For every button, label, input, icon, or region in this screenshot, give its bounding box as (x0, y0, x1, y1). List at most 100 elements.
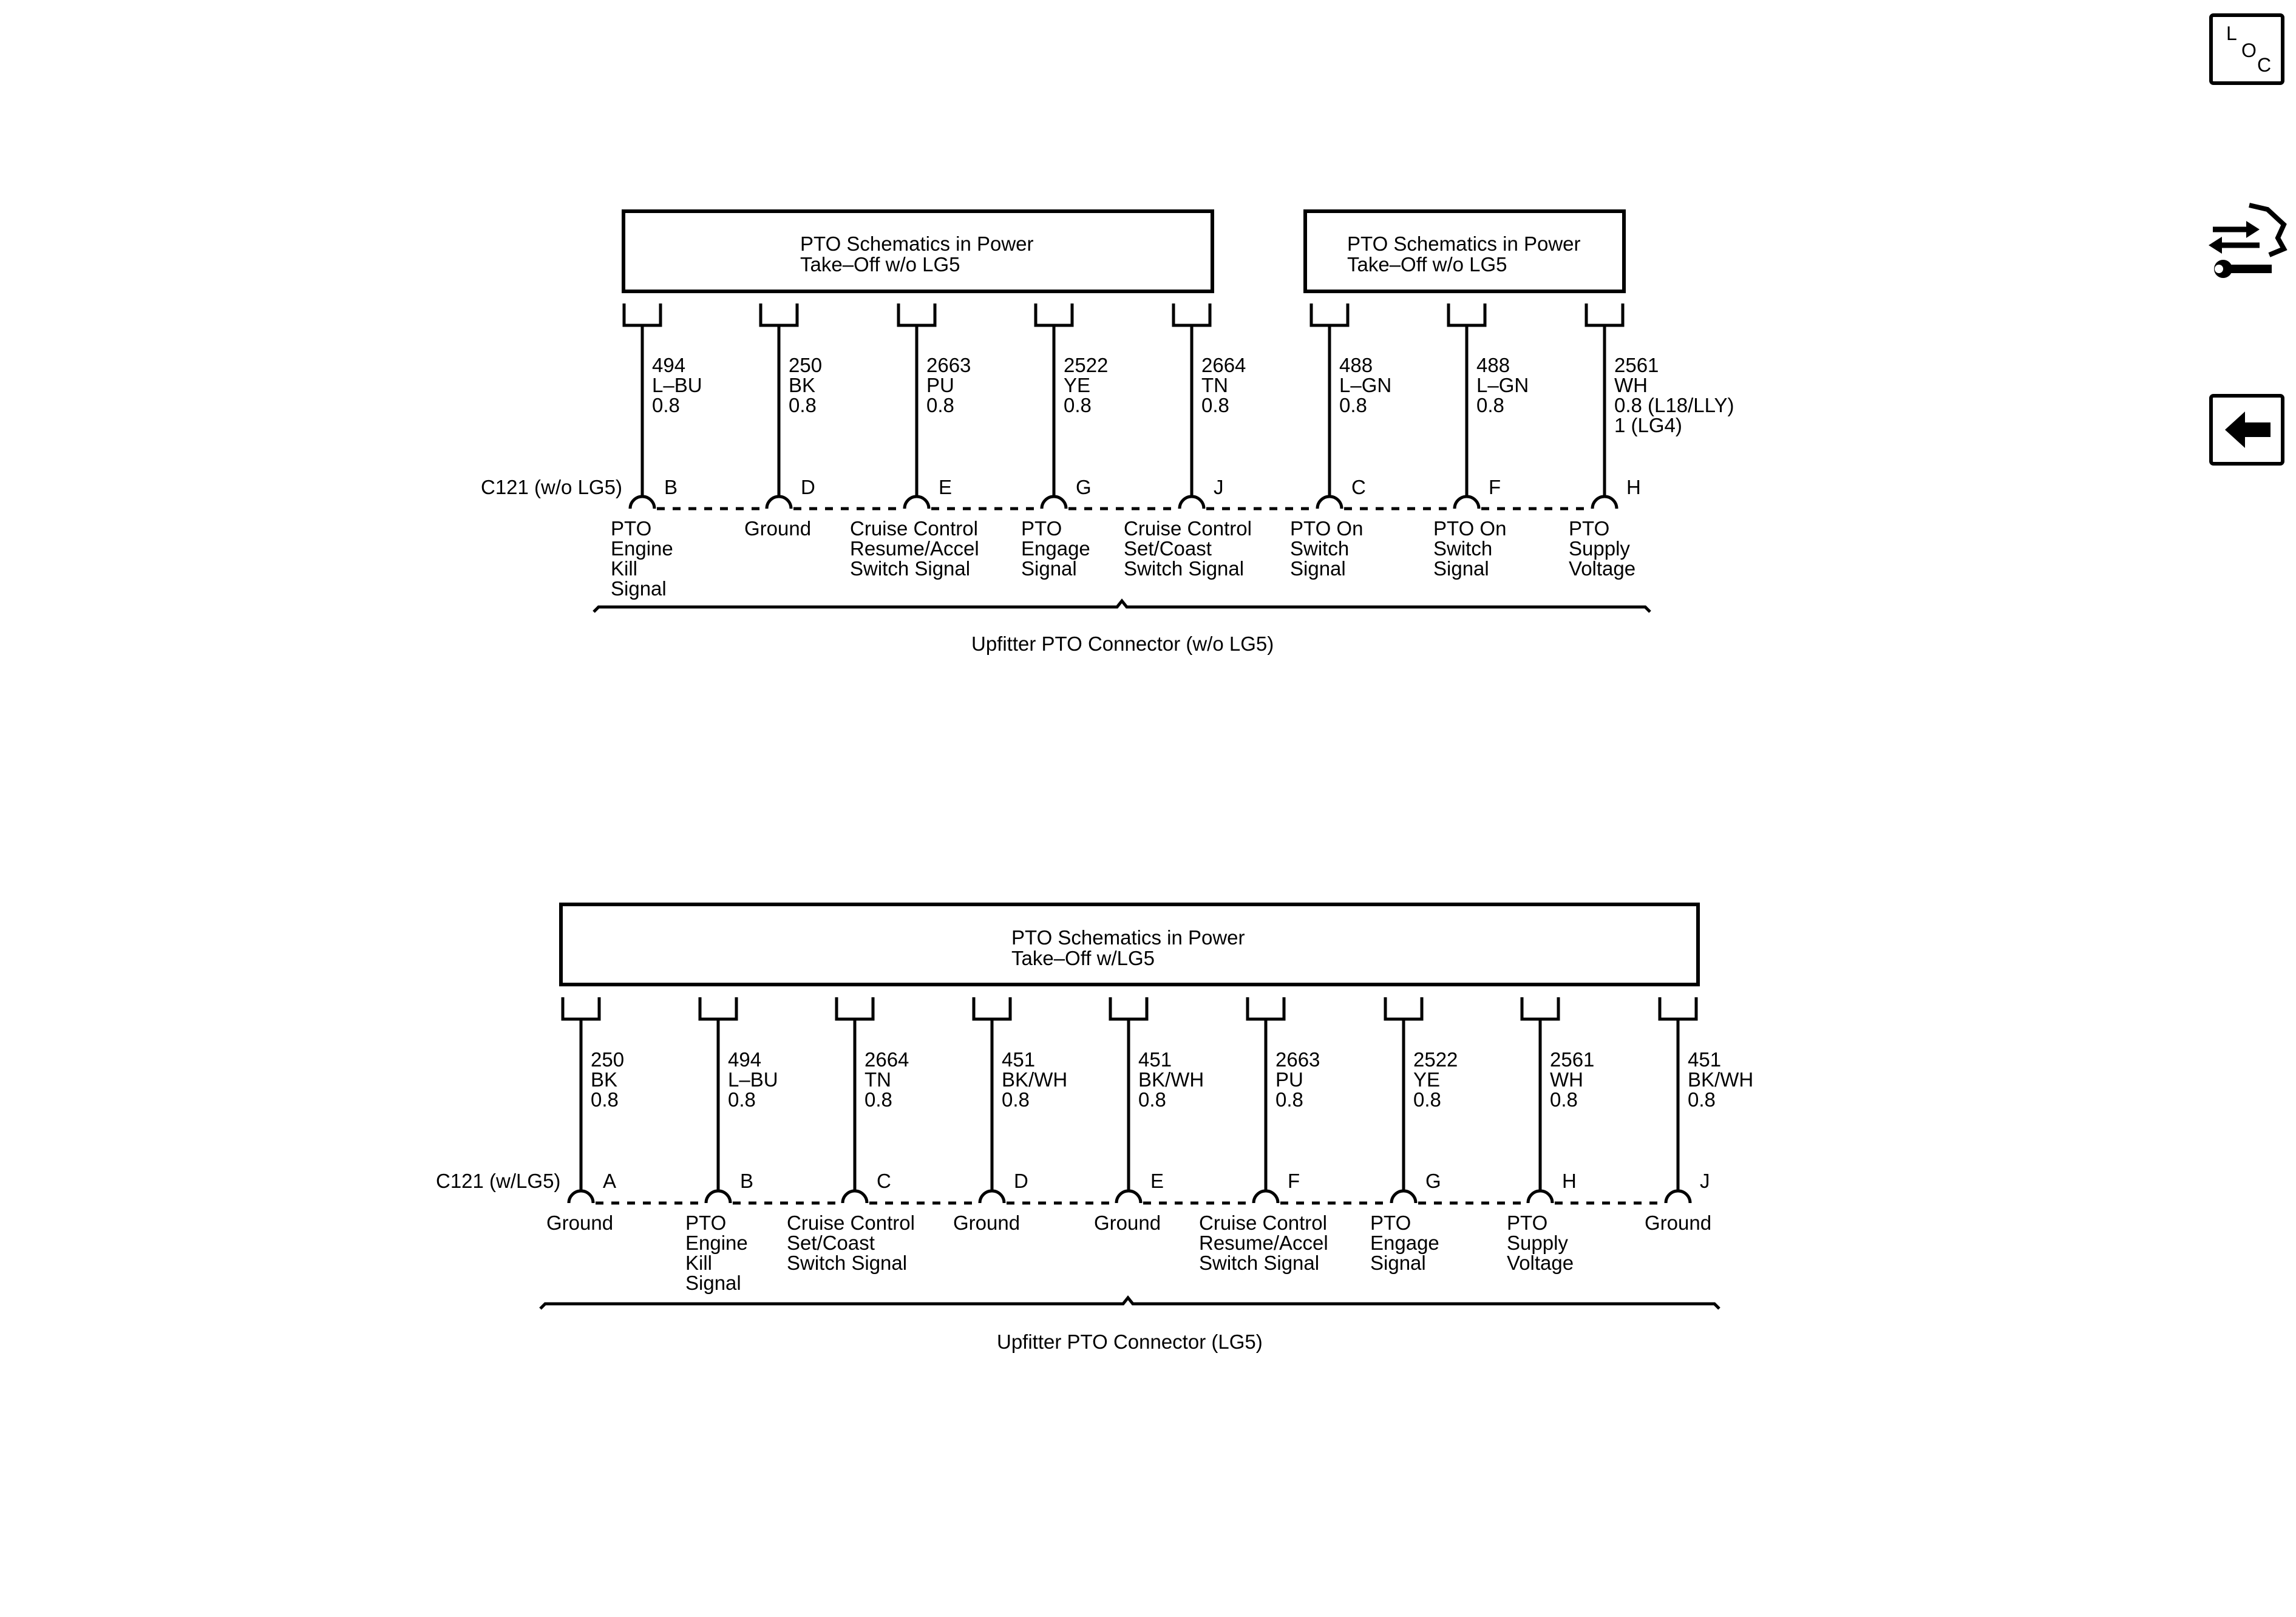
function-label: Kill (685, 1252, 712, 1274)
pin-cavity-bracket (972, 997, 1012, 1021)
connector-repair-icon[interactable] (2209, 203, 2288, 278)
loc-letter-l: L (2226, 22, 2237, 44)
wire-label: 2522 (1413, 1048, 1458, 1071)
function-label: Signal (1370, 1252, 1426, 1274)
wire-label: 494 (728, 1048, 761, 1071)
wire-label: 494 (652, 354, 685, 376)
function-label: Ground (1094, 1212, 1161, 1234)
wire-label: 451 (1002, 1048, 1035, 1071)
pin-letter: G (1076, 476, 1092, 498)
function-label: Engage (1370, 1232, 1439, 1254)
pin-cavity-bracket (1447, 303, 1487, 327)
arrow-head-left (2209, 237, 2222, 254)
pin-cavity-bracket (561, 997, 601, 1021)
function-label: PTO (1021, 517, 1062, 540)
wire-label: 488 (1476, 354, 1510, 376)
pin-letter: C (877, 1170, 891, 1192)
pin-letter: C (1351, 476, 1366, 498)
top-harness-label: Upfitter PTO Connector (w/o LG5) (971, 632, 1274, 655)
wire-label: 0.8 (1550, 1088, 1578, 1111)
wire-label: YE (1064, 374, 1090, 396)
function-label: Switch Signal (850, 557, 970, 580)
pin-letter: F (1489, 476, 1501, 498)
module-box-top-left-line2: Take–Off w/o LG5 (800, 253, 960, 276)
wire-label: 0.8 (1064, 394, 1092, 416)
function-label: Kill (611, 557, 637, 580)
loc-letter-c: C (2257, 54, 2271, 76)
loc-button[interactable]: L O C (2209, 13, 2284, 85)
pin-cavity-bracket (1309, 303, 1350, 327)
function-label: Signal (1021, 557, 1077, 580)
function-label: Engine (685, 1232, 748, 1254)
wire-label: 2561 (1550, 1048, 1594, 1071)
wire-label: 0.8 (1138, 1088, 1166, 1111)
wire-label: 1 (LG4) (1614, 414, 1682, 436)
terminal-arc (1664, 1189, 1692, 1204)
function-label: Cruise Control (1199, 1212, 1327, 1234)
pin-cavity-bracket (698, 997, 738, 1021)
module-box-top-right-line2: Take–Off w/o LG5 (1347, 253, 1507, 276)
wire-label: BK/WH (1002, 1068, 1067, 1091)
terminal-arc (1453, 495, 1481, 509)
wire-label: 0.8 (1413, 1088, 1441, 1111)
wire-label: 0.8 (1275, 1088, 1303, 1111)
function-label: Resume/Accel (1199, 1232, 1328, 1254)
wire-label: 250 (789, 354, 822, 376)
pin-cavity-bracket (1658, 997, 1698, 1021)
terminal-arc (1390, 1189, 1418, 1204)
module-box-bottom-line2: Take–Off w/LG5 (1011, 947, 1155, 969)
wire-label: WH (1550, 1068, 1583, 1091)
function-label: Signal (1290, 557, 1346, 580)
function-label: Signal (611, 577, 667, 600)
wire-label: 0.8 (864, 1088, 892, 1111)
wire-label: 0.8 (789, 394, 817, 416)
function-label: Ground (1645, 1212, 1711, 1234)
wire-label: 2663 (1275, 1048, 1320, 1071)
wire-label: WH (1614, 374, 1648, 396)
pin-letter: J (1700, 1170, 1710, 1192)
terminal-arc (978, 1189, 1006, 1204)
pin-cavity-bracket (1172, 303, 1212, 327)
pin-letter: A (603, 1170, 616, 1192)
pin-cavity-bracket (897, 303, 937, 327)
module-box-top-left (622, 209, 1214, 293)
wire-label: 0.8 (591, 1088, 619, 1111)
function-label: Voltage (1569, 557, 1635, 580)
function-label: Resume/Accel (850, 537, 979, 560)
terminal-arc (1040, 495, 1068, 509)
function-label: PTO (1370, 1212, 1411, 1234)
wire-label: PU (926, 374, 954, 396)
module-box-bottom-line1: PTO Schematics in Power (1011, 926, 1245, 949)
pin-letter: J (1214, 476, 1224, 498)
wire-label: 250 (591, 1048, 624, 1071)
function-label: Ground (744, 517, 811, 540)
terminal-arc (1178, 495, 1206, 509)
back-button[interactable] (2209, 394, 2284, 466)
pin-letter: E (1150, 1170, 1164, 1192)
terminal-arc (567, 1189, 595, 1204)
bottom-harness-brace (539, 1295, 1720, 1310)
function-label: Voltage (1507, 1252, 1574, 1274)
function-label: Cruise Control (1124, 517, 1252, 540)
pin-letter: B (740, 1170, 753, 1192)
function-label: Ground (546, 1212, 613, 1234)
function-label: PTO (1569, 517, 1609, 540)
terminal-arc (1316, 495, 1343, 509)
wrench-jaw (2215, 265, 2223, 273)
